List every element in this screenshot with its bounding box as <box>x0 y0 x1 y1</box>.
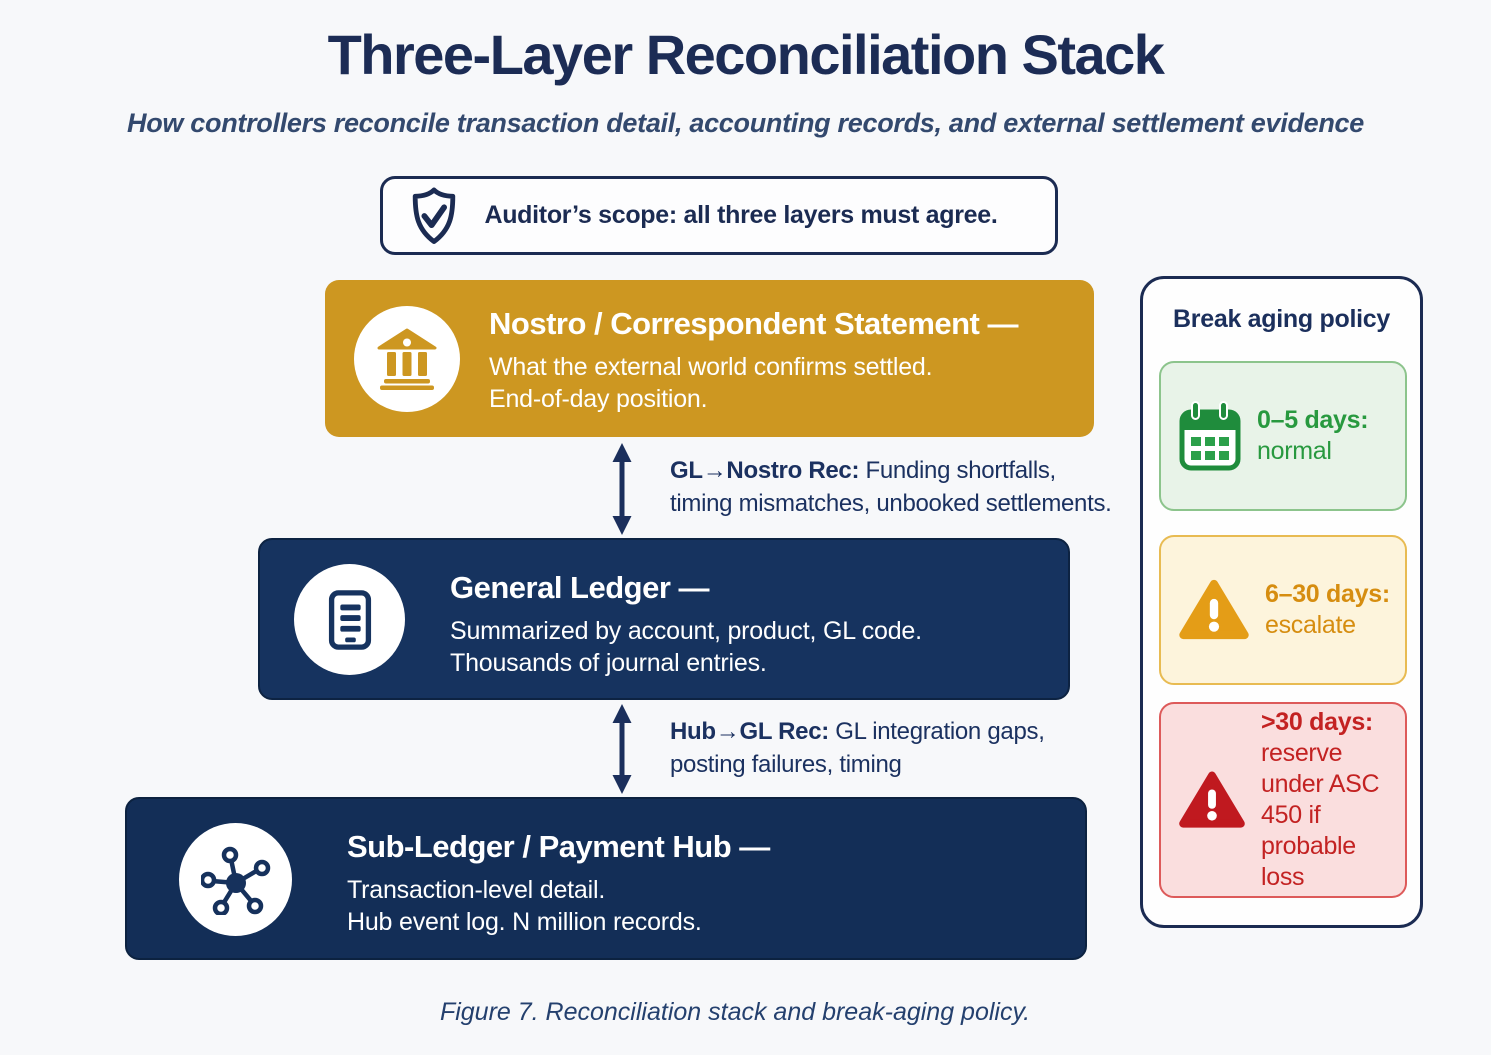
aging-card-normal: 0–5 days: normal <box>1159 361 1407 511</box>
aging-card-text: 0–5 days: normal <box>1257 405 1369 467</box>
page-subtitle: How controllers reconcile transaction de… <box>127 108 1364 138</box>
layer-gl-title: General Ledger — <box>450 570 710 605</box>
layer-payment-hub: Sub-Ledger / Payment Hub — Transaction-l… <box>125 797 1087 960</box>
aging-card-text: 6–30 days: escalate <box>1265 579 1390 641</box>
layer-general-ledger: General Ledger — Summarized by account, … <box>258 538 1070 700</box>
connector-line2: posting failures, timing <box>670 751 902 778</box>
connector-gl-nostro-label: GL→Nostro Rec: Funding shortfalls, timin… <box>670 454 1112 540</box>
connector-label-rest: Funding shortfalls, <box>859 457 1057 484</box>
connector-label-bold: GL→Nostro Rec: <box>670 457 860 484</box>
connector-line1: GL→Nostro Rec: Funding shortfalls, <box>670 454 1112 487</box>
warning-triangle-icon <box>1177 576 1251 644</box>
bank-icon <box>354 306 460 412</box>
break-aging-title: Break aging policy <box>1173 305 1390 333</box>
break-aging-panel: Break aging policy 0–5 days: <box>1140 276 1423 928</box>
connector-hub-gl-label: Hub→GL Rec: GL integration gaps, posting… <box>670 715 1045 799</box>
hub-network-icon <box>179 823 292 936</box>
page-title: Three-Layer Reconciliation Stack <box>327 23 1165 86</box>
aging-action: normal <box>1257 437 1332 465</box>
aging-card-escalate: 6–30 days: escalate <box>1159 535 1407 685</box>
calendar-icon <box>1177 399 1243 473</box>
layer-nostro-text: Nostro / Correspondent Statement — What … <box>489 306 1019 415</box>
tablet-ledger-icon <box>294 564 405 675</box>
connector-line1: Hub→GL Rec: GL integration gaps, <box>670 715 1045 748</box>
layer-nostro-title: Nostro / Correspondent Statement — <box>489 306 1019 341</box>
layer-gl-line2: Thousands of journal entries. <box>450 649 767 677</box>
aging-range: 0–5 days: <box>1257 406 1369 434</box>
aging-action: reserve under ASC 450 if probable loss <box>1261 739 1380 891</box>
auditor-scope-text: Auditor’s scope: all three layers must a… <box>484 201 998 229</box>
figure-caption: Figure 7. Reconciliation stack and break… <box>439 998 1031 1026</box>
layer-hub-title: Sub-Ledger / Payment Hub — <box>347 829 770 864</box>
connector-label-rest: GL integration gaps, <box>828 718 1045 745</box>
aging-range: >30 days: <box>1261 708 1373 736</box>
connector-gl-nostro: GL→Nostro Rec: Funding shortfalls, timin… <box>608 443 1112 540</box>
double-arrow-icon <box>608 443 636 540</box>
shield-check-icon <box>407 185 461 247</box>
layer-hub-text: Sub-Ledger / Payment Hub — Transaction-l… <box>347 829 770 938</box>
connector-hub-gl: Hub→GL Rec: GL integration gaps, posting… <box>608 704 1045 799</box>
aging-card-text: >30 days: reserve under ASC 450 if proba… <box>1261 707 1393 893</box>
connector-line2: timing mismatches, unbooked settlements. <box>670 490 1112 517</box>
connector-label-bold: Hub→GL Rec: <box>670 718 829 745</box>
aging-card-reserve: >30 days: reserve under ASC 450 if proba… <box>1159 702 1407 898</box>
auditor-scope-banner: Auditor’s scope: all three layers must a… <box>380 176 1058 255</box>
aging-action: escalate <box>1265 611 1356 639</box>
layer-hub-line1: Transaction-level detail. <box>347 876 606 904</box>
layer-nostro-statement: Nostro / Correspondent Statement — What … <box>325 280 1094 437</box>
layer-hub-line2: Hub event log. N million records. <box>347 908 702 936</box>
layer-nostro-line2: End-of-day position. <box>489 385 708 413</box>
alert-triangle-icon <box>1177 768 1247 832</box>
layer-gl-text: General Ledger — Summarized by account, … <box>450 570 922 679</box>
layer-gl-line1: Summarized by account, product, GL code. <box>450 617 922 645</box>
aging-range: 6–30 days: <box>1265 580 1390 608</box>
layer-nostro-line1: What the external world confirms settled… <box>489 353 933 381</box>
double-arrow-icon <box>608 704 636 799</box>
